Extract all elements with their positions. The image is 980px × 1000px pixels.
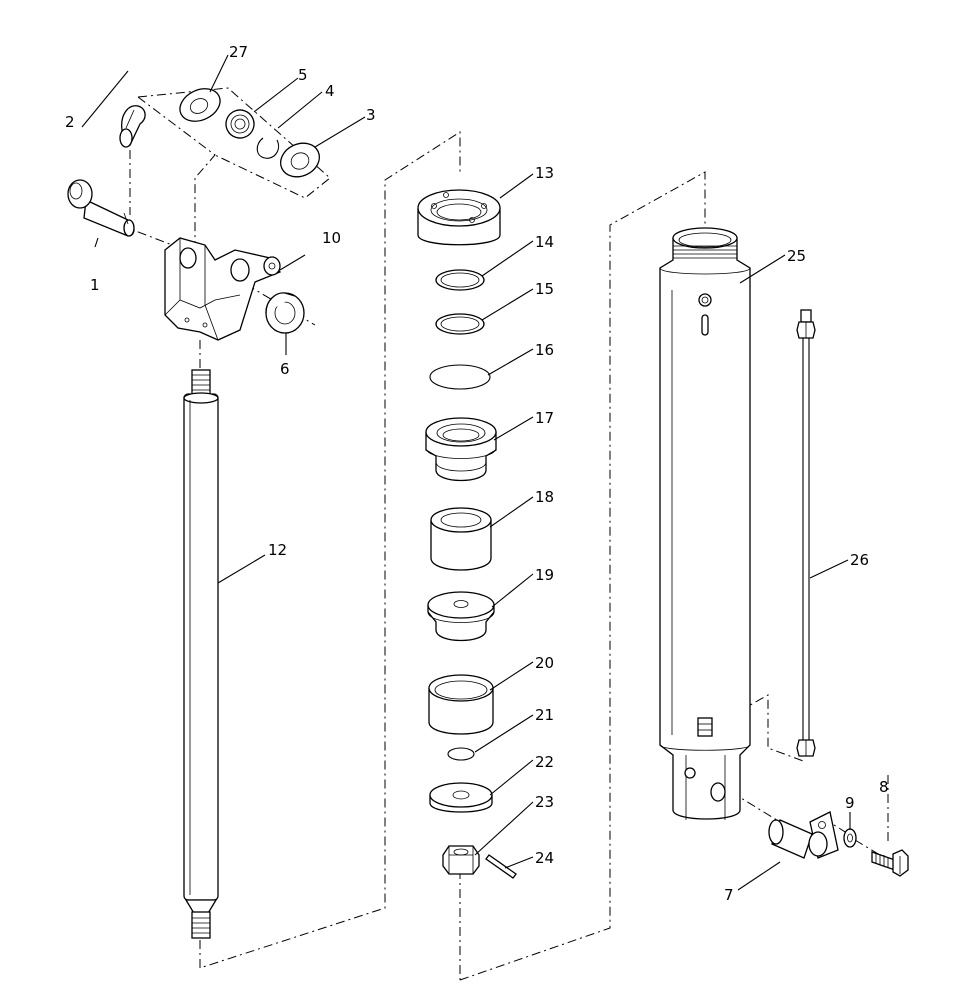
part-5-bearing (225, 109, 255, 139)
part-6-spacer (265, 292, 305, 334)
part-16-o-ring (429, 364, 491, 390)
part-18-bushing (430, 507, 492, 571)
part-7-pin (768, 811, 839, 859)
part-12-piston-rod (183, 369, 219, 939)
callout-19: 19 (535, 566, 554, 584)
callout-13: 13 (535, 164, 554, 182)
part-15-ring (435, 313, 485, 335)
callout-10: 10 (322, 229, 341, 247)
part-8-bolt (871, 849, 909, 877)
callout-3: 3 (366, 106, 376, 124)
callout-2: 2 (65, 113, 75, 131)
callout-17: 17 (535, 409, 554, 427)
callout-20: 20 (535, 654, 554, 672)
callout-7: 7 (724, 886, 734, 904)
callout-22: 22 (535, 753, 554, 771)
part-13-gland-nut (417, 189, 501, 246)
part-25-barrel (659, 227, 751, 820)
part-2-lynch-pin (119, 105, 146, 148)
part-17-gland (425, 417, 497, 482)
part-10-clevis-head (164, 237, 282, 341)
callout-21: 21 (535, 706, 554, 724)
callout-12: 12 (268, 541, 287, 559)
part-20-sleeve (428, 674, 494, 735)
callout-25: 25 (787, 247, 806, 265)
part-4-snap-ring (256, 137, 280, 159)
callout-6: 6 (280, 360, 290, 378)
part-3-washer (280, 142, 320, 178)
callout-1: 1 (90, 276, 100, 294)
callout-16: 16 (535, 341, 554, 359)
callout-27: 27 (229, 43, 248, 61)
callout-14: 14 (535, 233, 554, 251)
leader-lines (81, 54, 851, 891)
callout-9: 9 (845, 794, 855, 812)
callout-26: 26 (850, 551, 869, 569)
callout-15: 15 (535, 280, 554, 298)
part-22-washer (429, 782, 493, 813)
part-9-washer (843, 828, 857, 848)
callout-24: 24 (535, 849, 554, 867)
part-19-piston (427, 591, 495, 642)
part-26-tube (796, 309, 816, 757)
part-23-nut (442, 845, 480, 875)
part-24-cotter-pin (485, 854, 517, 879)
part-21-o-ring (447, 747, 475, 761)
part-14-ring (435, 269, 485, 291)
part-27-washer (179, 88, 221, 122)
part-1-clevis-pin (67, 179, 135, 237)
callout-labels: 1 2 3 4 5 6 7 8 9 10 12 13 14 15 16 17 1… (65, 43, 889, 904)
callout-23: 23 (535, 793, 554, 811)
assembly-lines (119, 87, 889, 981)
callout-18: 18 (535, 488, 554, 506)
callout-5: 5 (298, 66, 308, 84)
callout-8: 8 (879, 778, 889, 796)
callout-4: 4 (325, 82, 335, 100)
